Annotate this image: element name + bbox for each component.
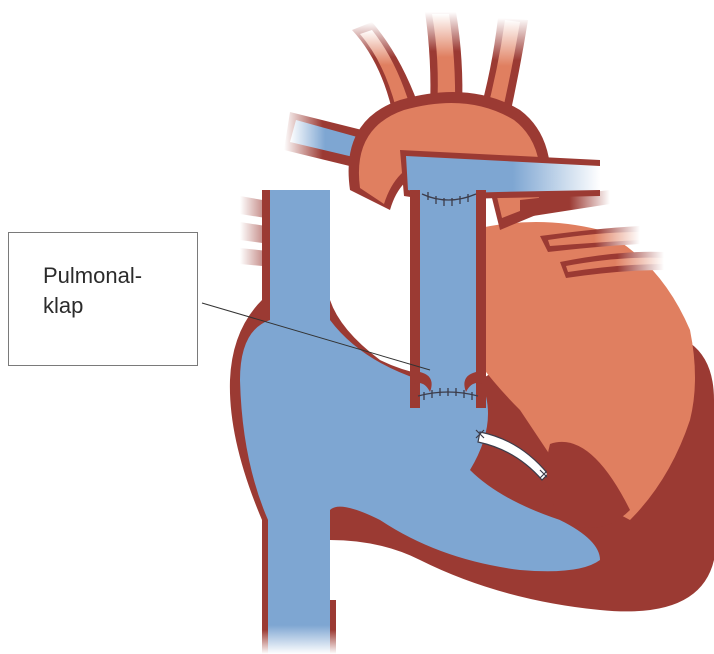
pulmonary-valve-label: Pulmonal- klap [43,261,193,321]
inferior-vena-cava [268,590,330,654]
label-box: Pulmonal- klap [8,232,198,366]
